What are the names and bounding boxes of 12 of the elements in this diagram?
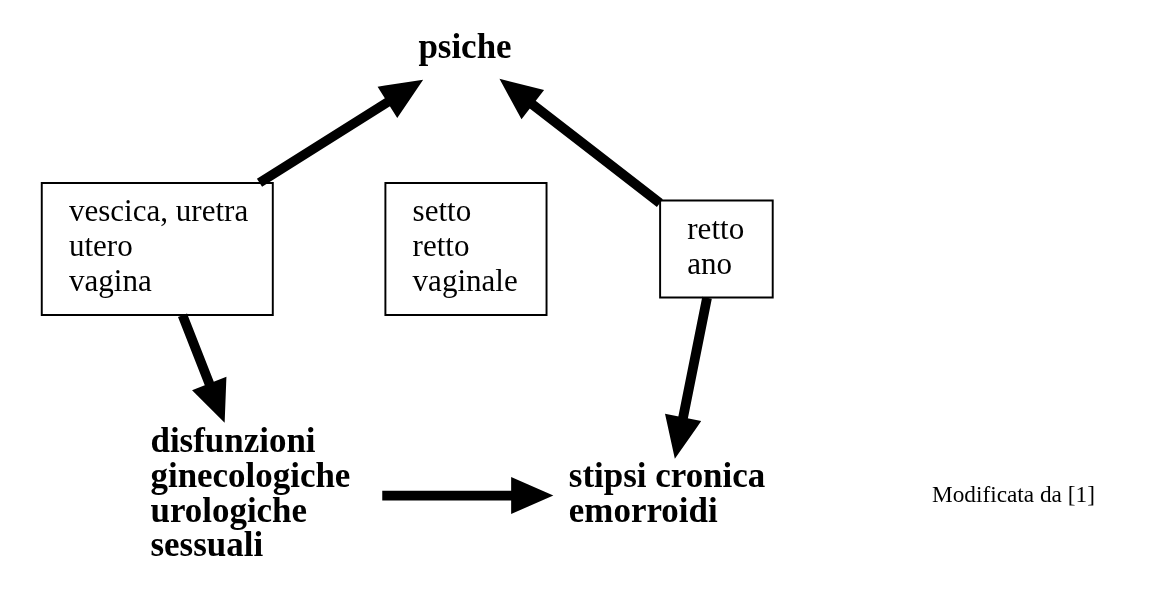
node-text: psiche: [418, 26, 512, 66]
label: Modificata da [1]: [932, 480, 1095, 507]
node-box: setto retto vaginale: [384, 182, 548, 316]
arrow: [499, 78, 663, 207]
node-box: retto ano: [659, 199, 774, 299]
arrow: [382, 477, 554, 514]
arrow: [178, 313, 227, 423]
node-text: disfunzioni ginecologiche urologiche sessuali: [150, 420, 351, 565]
arrow: [665, 296, 712, 459]
node-box: vescica, uretra utero vagina: [40, 182, 274, 316]
node-text: stipsi cronica emorroidi: [568, 455, 766, 530]
arrow: [256, 79, 424, 187]
